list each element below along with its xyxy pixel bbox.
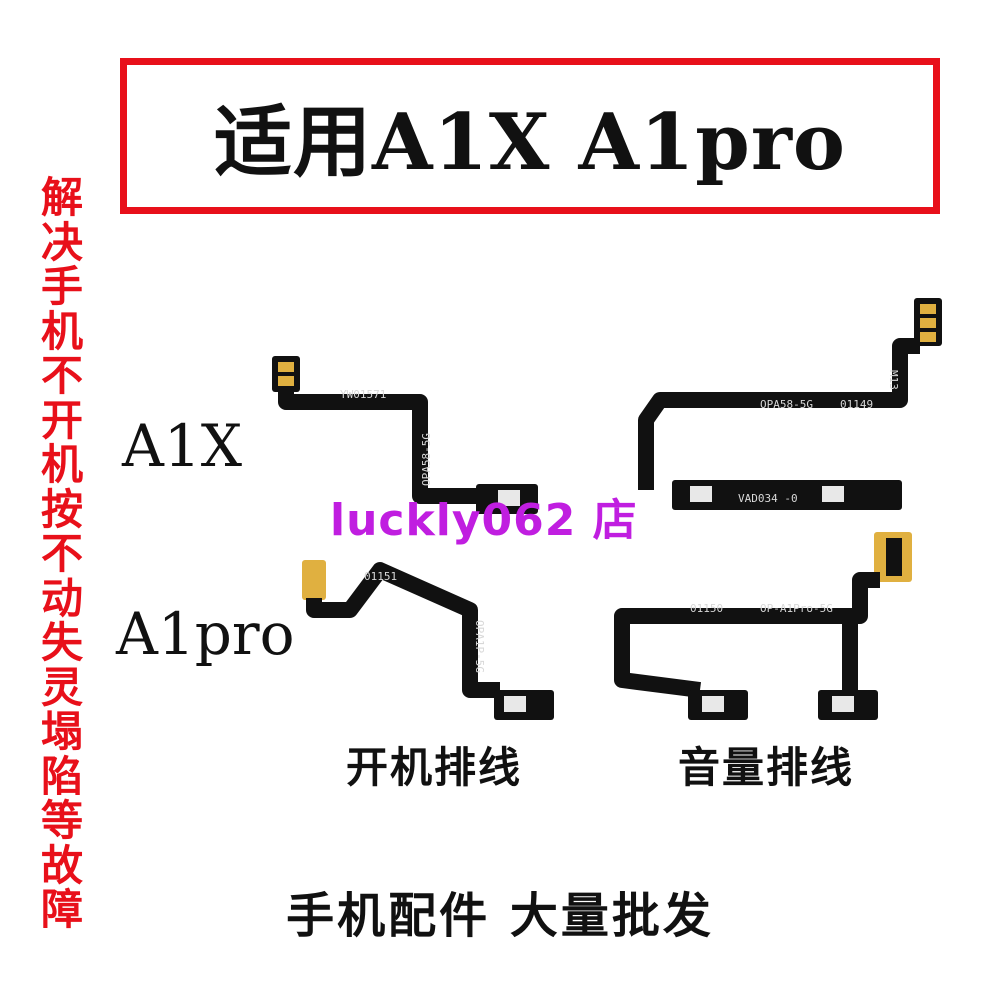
title-text: 适用A1X A1pro	[214, 97, 846, 188]
pcb-label: YW01571	[340, 388, 386, 401]
pcb-label: 01151	[364, 570, 397, 583]
pcb-label: 01149	[840, 398, 873, 411]
watermark-text: luckly062 店	[330, 495, 638, 546]
pcb-label: OPA58-5G	[420, 433, 433, 486]
a1x-volume-flex: OPA58-5G 01149 M13 VAD034 -0	[638, 298, 942, 510]
a1pro-volume-flex: 01150 OP-A1Pro-5G	[614, 532, 912, 720]
footer-text: 手机配件 大量批发	[286, 888, 714, 944]
caption-volume: 音量排线	[678, 743, 855, 792]
pcb-label: 01150	[690, 602, 723, 615]
a1pro-power-flex: 01151 OPA1P-5G	[302, 560, 554, 720]
pcb-label: M13	[887, 370, 900, 390]
a1x-power-flex: YW01571 OPA58-5G	[272, 356, 538, 514]
side-red-text: 解决手机不开机 按不动 失灵 塌陷 等故障	[40, 173, 83, 934]
pcb-label: OPA1P-5G	[473, 620, 486, 673]
caption-power: 开机排线	[346, 743, 523, 792]
pcb-label: OP-A1Pro-5G	[760, 602, 833, 615]
pcb-label: VAD034 -0	[738, 492, 798, 505]
pcb-label: OPA58-5G	[760, 398, 813, 411]
model-label-a1x: A1X	[122, 412, 243, 480]
model-label-a1pro: A1pro	[116, 600, 295, 668]
title-banner: 适用A1X A1pro	[120, 58, 940, 214]
